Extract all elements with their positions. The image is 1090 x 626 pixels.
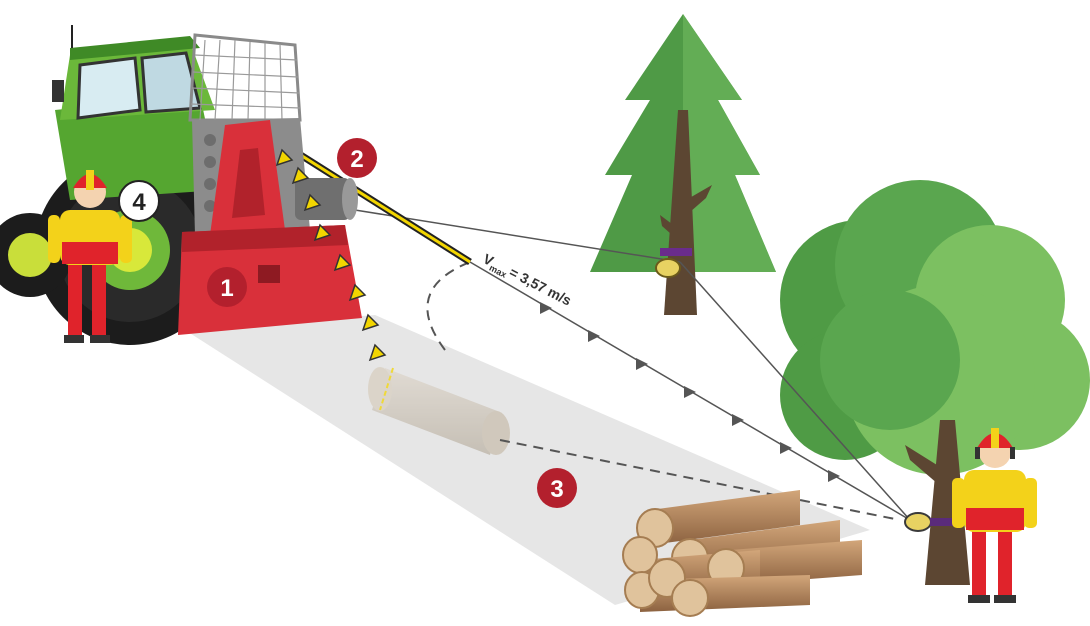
conifer-tree xyxy=(590,14,776,315)
svg-text:Vmax= 3,57 m/s: Vmax= 3,57 m/s xyxy=(479,250,574,311)
log-pile xyxy=(622,490,862,617)
worker-operator xyxy=(48,170,132,343)
badge-4: 4 xyxy=(118,180,160,222)
forestry-winch xyxy=(178,118,362,335)
speed-subscript: max xyxy=(488,263,509,280)
worker-choker-setter xyxy=(952,428,1037,603)
badge-3-label: 3 xyxy=(550,476,563,503)
speed-label: Vmax= 3,57 m/s xyxy=(479,250,575,311)
badge-4-label: 4 xyxy=(132,189,146,216)
ghost-log xyxy=(368,367,510,455)
cable-redirect-to-worker xyxy=(679,261,911,521)
pull-direction-arrows xyxy=(275,148,387,362)
log-path-dashed xyxy=(426,261,901,521)
badge-1: 1 xyxy=(207,267,247,307)
badge-2-label: 2 xyxy=(350,146,363,173)
badge-3: 3 xyxy=(537,468,577,508)
cable-to-redirect xyxy=(354,209,681,263)
speed-value: = 3,57 m/s xyxy=(507,264,574,309)
badge-2: 2 xyxy=(337,138,377,178)
choker-hook xyxy=(904,512,962,532)
badge-1-label: 1 xyxy=(220,275,233,302)
snatch-block-conifer xyxy=(655,258,681,278)
tree-strap-purple xyxy=(660,248,692,256)
cable-arrows xyxy=(540,302,840,482)
deciduous-tree xyxy=(780,180,1090,585)
